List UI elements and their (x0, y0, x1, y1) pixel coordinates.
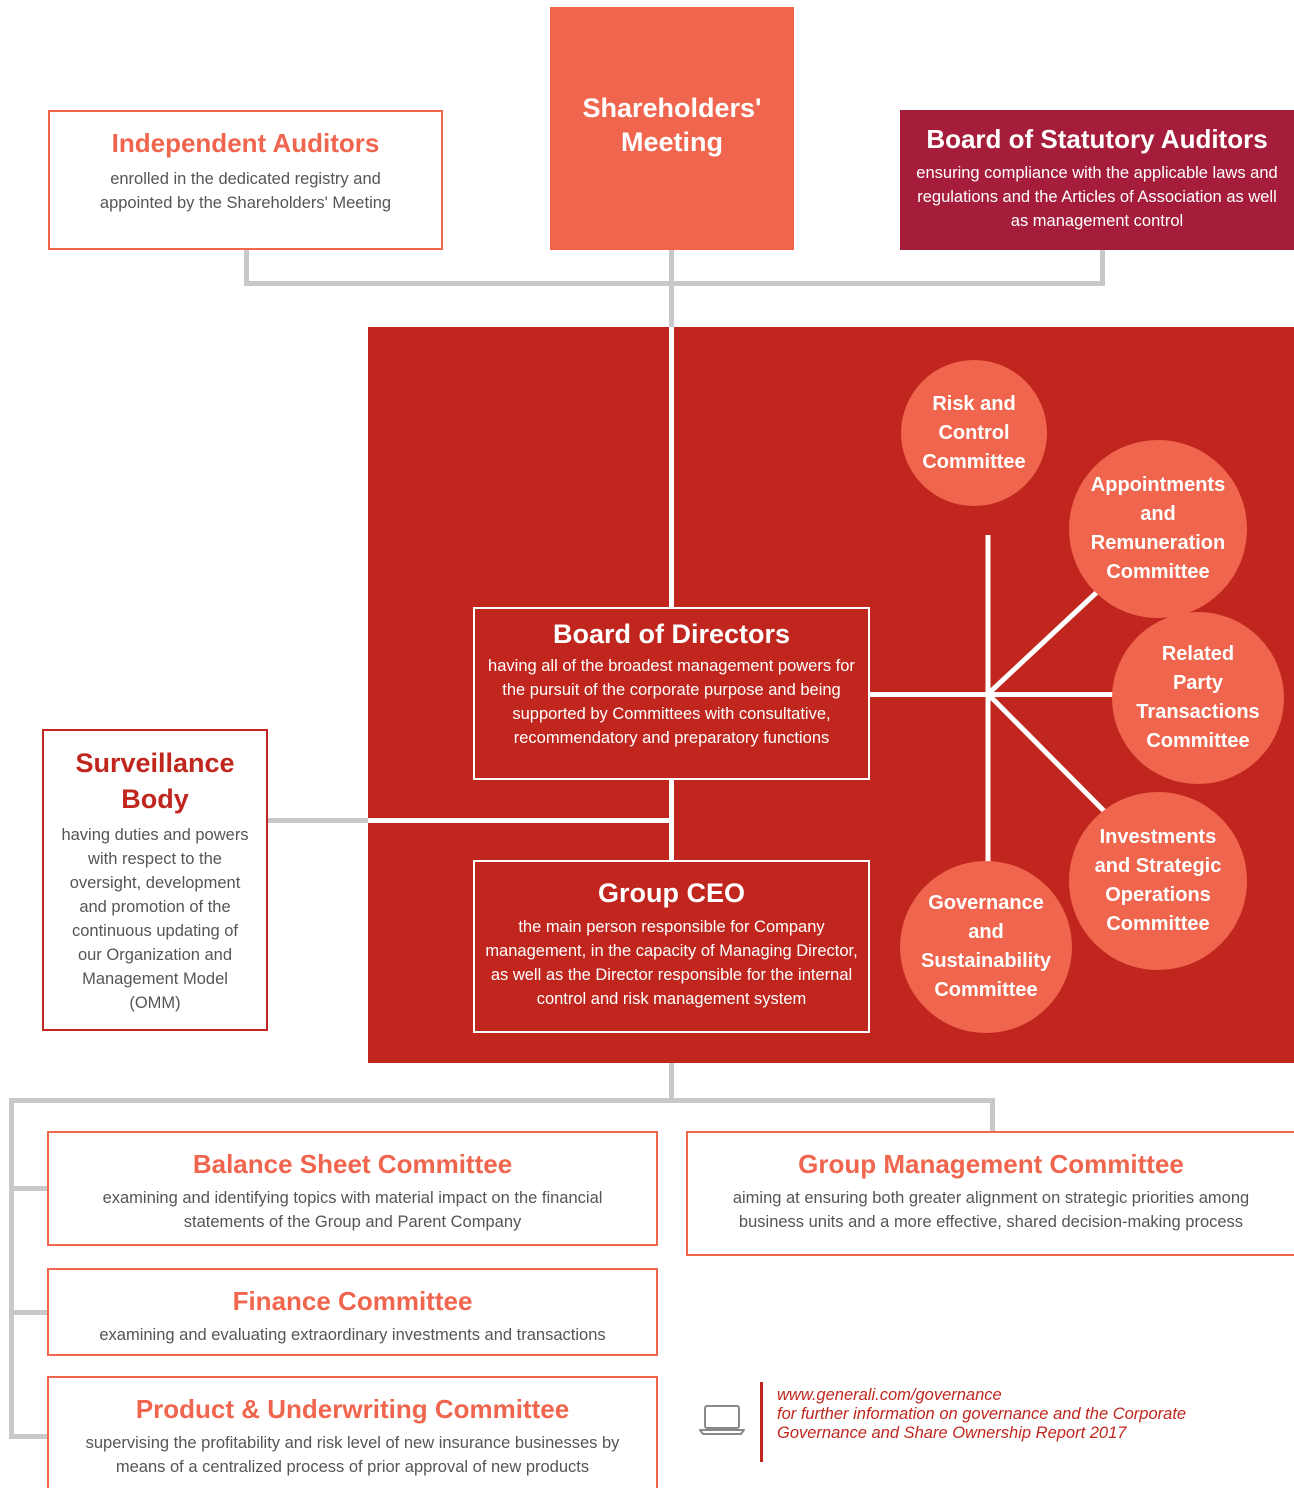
footer-text: for further information on governance an… (777, 1405, 1187, 1442)
group-ceo-box: Group CEO the main person responsible fo… (473, 860, 870, 1033)
appointments-remuneration-committee: Appointments and Remuneration Committee (1069, 440, 1247, 618)
connector-shareholders-down (669, 248, 674, 328)
finance-committee-desc: examining and evaluating extraordinary i… (99, 1326, 606, 1344)
risk-control-committee: Risk and Control Committee (901, 360, 1047, 506)
connector-to-board (669, 327, 674, 609)
connector-statutory-down (1100, 248, 1105, 286)
group-management-committee-desc: aiming at ensuring both greater alignmen… (732, 1189, 1250, 1231)
surveillance-body-title: Surveillance Body (75, 748, 235, 814)
spoke-investments (986, 692, 1110, 817)
connector-surveillance-white (368, 818, 674, 823)
related-party-transactions-committee: Related Party Transactions Committee (1112, 612, 1284, 784)
footer-note: www.generali.com/governance for further … (698, 1382, 1288, 1462)
finance-committee-box: Finance Committee examining and evaluati… (47, 1268, 658, 1356)
balance-sheet-committee-box: Balance Sheet Committee examining and id… (47, 1131, 658, 1246)
connector-bottom-horizontal (9, 1098, 995, 1103)
footer-divider (760, 1382, 763, 1462)
investments-strategic-operations-committee: Investments and Strategic Operations Com… (1069, 792, 1247, 970)
surveillance-body-desc: having duties and powers with respect to… (61, 826, 249, 1012)
statutory-auditors-box: Board of Statutory Auditors ensuring com… (900, 110, 1294, 250)
board-of-directors-title: Board of Directors (552, 619, 791, 649)
connector-product (9, 1434, 49, 1439)
finance-committee-title: Finance Committee (232, 1286, 473, 1316)
shareholders-meeting-box: Shareholders' Meeting (550, 7, 794, 250)
connector-ceo-down (669, 1063, 674, 1103)
shareholders-meeting-title: Shareholders' Meeting (582, 92, 762, 157)
connector-board-committees (868, 692, 1118, 697)
surveillance-body-box: Surveillance Body having duties and powe… (42, 729, 268, 1031)
connector-group-mgmt-down (990, 1098, 995, 1131)
group-ceo-desc: the main person responsible for Company … (485, 918, 858, 1008)
laptop-icon (699, 1405, 745, 1435)
connector-surveillance-grey (267, 818, 368, 823)
product-underwriting-committee-title: Product & Underwriting Committee (135, 1394, 570, 1424)
group-management-committee-box: Group Management Committee aiming at ens… (686, 1131, 1294, 1256)
spoke-appointments (986, 576, 1114, 696)
connector-left-vertical (9, 1098, 14, 1439)
independent-auditors-title: Independent Auditors (111, 128, 380, 158)
balance-sheet-committee-title: Balance Sheet Committee (192, 1149, 513, 1179)
product-underwriting-committee-box: Product & Underwriting Committee supervi… (47, 1376, 658, 1488)
board-of-directors-box: Board of Directors having all of the bro… (473, 607, 870, 780)
connector-balance-sheet (9, 1186, 49, 1191)
balance-sheet-committee-desc: examining and identifying topics with ma… (102, 1189, 603, 1231)
group-management-committee-title: Group Management Committee (798, 1149, 1184, 1179)
group-ceo-title: Group CEO (598, 878, 745, 908)
connector-top-horizontal (244, 281, 1105, 286)
governance-sustainability-committee: Governance and Sustainability Committee (900, 861, 1072, 1033)
board-of-directors-desc: having all of the broadest management po… (488, 657, 855, 747)
product-underwriting-committee-desc: supervising the profitability and risk l… (85, 1434, 620, 1476)
independent-auditors-desc: enrolled in the dedicated registry and a… (99, 170, 392, 212)
connector-auditors-down (244, 248, 249, 286)
connector-finance (9, 1310, 49, 1315)
statutory-auditors-title: Board of Statutory Auditors (926, 124, 1268, 154)
footer-url[interactable]: www.generali.com/governance (777, 1386, 1002, 1404)
independent-auditors-box: Independent Auditors enrolled in the ded… (48, 110, 443, 250)
statutory-auditors-desc: ensuring compliance with the applicable … (916, 164, 1278, 230)
